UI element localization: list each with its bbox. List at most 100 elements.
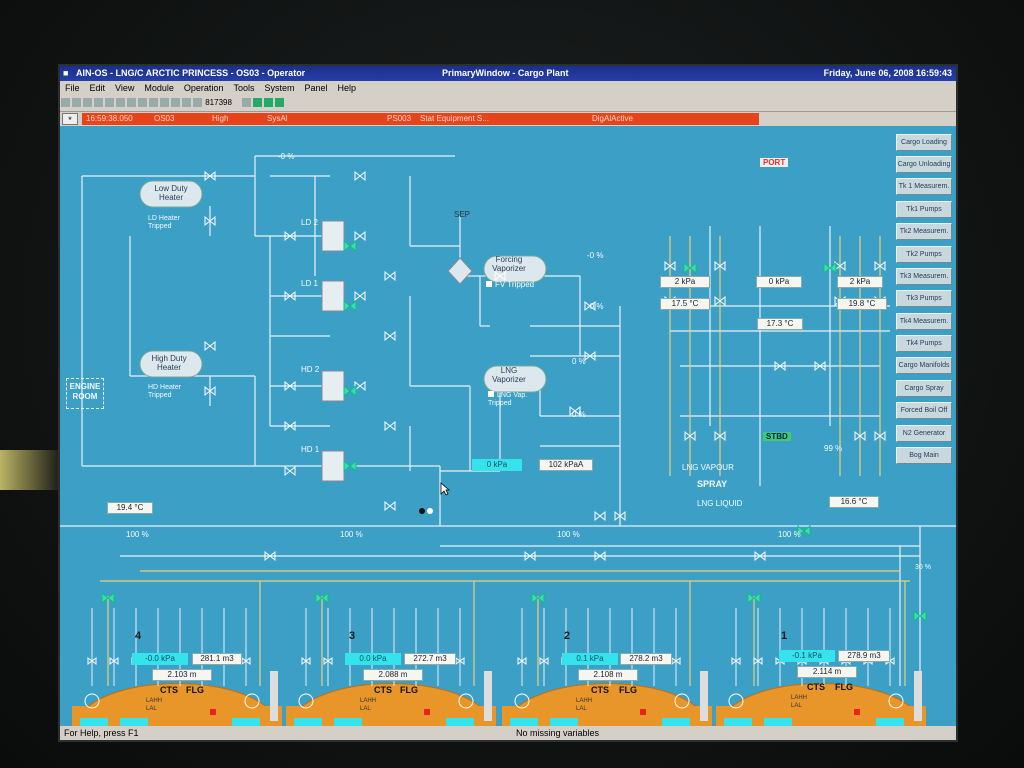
valve-icon[interactable] [204, 385, 216, 397]
nav-forced-boil-off[interactable]: Forced Boil Off [896, 402, 952, 419]
valve-icon[interactable] [774, 360, 786, 372]
valve-icon[interactable] [264, 550, 276, 562]
menu-help[interactable]: Help [337, 83, 357, 93]
valve-icon[interactable] [753, 657, 763, 665]
nav-tk4-measurem[interactable]: Tk4 Measurem. [896, 313, 952, 330]
valve-icon[interactable] [614, 510, 626, 522]
nav-tk2-measurem[interactable]: Tk2 Measurem. [896, 223, 952, 240]
control-valve-icon[interactable] [343, 459, 357, 473]
valve-icon[interactable] [284, 465, 296, 477]
control-valve-icon[interactable] [683, 261, 697, 275]
alarm-ack-button[interactable]: * [62, 113, 78, 125]
control-valve-icon[interactable] [343, 299, 357, 313]
nav-n2-generator[interactable]: N2 Generator [896, 425, 952, 442]
valve-icon[interactable] [204, 340, 216, 352]
green-status-icon[interactable] [253, 98, 263, 107]
control-valve-icon[interactable] [343, 384, 357, 398]
back-icon[interactable] [61, 98, 70, 107]
dropdown-icon[interactable] [242, 98, 252, 107]
control-valve-icon[interactable] [747, 591, 761, 605]
valve-icon[interactable] [284, 380, 296, 392]
nav-tk4-pumps[interactable]: Tk4 Pumps [896, 335, 952, 352]
valve-icon[interactable] [539, 657, 549, 665]
nav-cargo-loading[interactable]: Cargo Loading [896, 134, 952, 151]
valve-icon[interactable] [204, 215, 216, 227]
up-icon[interactable] [83, 98, 92, 107]
menu-view[interactable]: View [115, 83, 135, 93]
valve-icon[interactable] [584, 350, 596, 362]
valve-icon[interactable] [384, 500, 396, 512]
control-valve-icon[interactable] [101, 591, 115, 605]
engine-room-box[interactable]: ENGINE ROOM [66, 378, 104, 409]
nav-cargo-spray[interactable]: Cargo Spray [896, 380, 952, 397]
nav-tk1-pumps[interactable]: Tk1 Pumps [896, 201, 952, 218]
valve-icon[interactable] [524, 550, 536, 562]
valve-icon[interactable] [854, 430, 866, 442]
valve-icon[interactable] [874, 430, 886, 442]
valve-icon[interactable] [284, 420, 296, 432]
forward-icon[interactable] [72, 98, 81, 107]
nav-tk1-measurem[interactable]: Tk 1 Measurem. [896, 178, 952, 195]
valve-icon[interactable] [323, 657, 333, 665]
control-valve-icon[interactable] [913, 609, 927, 623]
valve-icon[interactable] [684, 430, 696, 442]
alarm-icon[interactable] [160, 98, 169, 107]
list-icon[interactable] [149, 98, 158, 107]
control-valve-icon[interactable] [797, 524, 811, 538]
home-icon[interactable] [94, 98, 103, 107]
trend-icon[interactable] [138, 98, 147, 107]
control-valve-icon[interactable] [315, 591, 329, 605]
valve-icon[interactable] [731, 657, 741, 665]
menu-panel[interactable]: Panel [304, 83, 328, 93]
valve-icon[interactable] [584, 300, 596, 312]
valve-icon[interactable] [87, 657, 97, 665]
bell-icon[interactable] [193, 98, 202, 107]
green-status-icon[interactable] [275, 98, 285, 107]
valve-icon[interactable] [671, 657, 681, 665]
menu-operation[interactable]: Operation [183, 83, 224, 93]
control-valve-icon[interactable] [823, 261, 837, 275]
print-icon[interactable] [105, 98, 114, 107]
valve-icon[interactable] [714, 430, 726, 442]
menu-tools[interactable]: Tools [233, 83, 255, 93]
nav-tk3-pumps[interactable]: Tk3 Pumps [896, 290, 952, 307]
control-valve-icon[interactable] [531, 591, 545, 605]
alarm-line[interactable]: 16:59:38.050 OS03 High SysAl PS003 Stat … [82, 113, 759, 125]
nav-cargo-manifolds[interactable]: Cargo Manifolds [896, 357, 952, 374]
valve-icon[interactable] [384, 270, 396, 282]
menu-module[interactable]: Module [144, 83, 174, 93]
valve-icon[interactable] [517, 657, 527, 665]
valve-icon[interactable] [301, 657, 311, 665]
valve-icon[interactable] [594, 550, 606, 562]
valve-icon[interactable] [754, 550, 766, 562]
valve-icon[interactable] [814, 360, 826, 372]
valve-icon[interactable] [354, 290, 366, 302]
valve-icon[interactable] [874, 260, 886, 272]
menu-edit[interactable]: Edit [89, 83, 106, 93]
valve-icon[interactable] [569, 405, 581, 417]
nav-cargo-unloading[interactable]: Cargo Unloading [896, 156, 952, 173]
valve-icon[interactable] [284, 290, 296, 302]
doc-icon[interactable] [127, 98, 136, 107]
control-valve-icon[interactable] [343, 239, 357, 253]
grid-icon[interactable] [182, 98, 191, 107]
valve-icon[interactable] [664, 260, 676, 272]
valve-icon[interactable] [204, 170, 216, 182]
menu-file[interactable]: File [65, 83, 80, 93]
valve-icon[interactable] [714, 260, 726, 272]
valve-icon[interactable] [594, 510, 606, 522]
menu-system[interactable]: System [264, 83, 295, 93]
valve-icon[interactable] [354, 230, 366, 242]
valve-icon[interactable] [241, 657, 251, 665]
green-status-icon[interactable] [264, 98, 274, 107]
nav-bog-main[interactable]: Bog Main [896, 447, 952, 464]
valve-icon[interactable] [384, 420, 396, 432]
valve-icon[interactable] [455, 657, 465, 665]
valve-icon[interactable] [284, 230, 296, 242]
valve-icon[interactable] [885, 657, 895, 665]
copy-icon[interactable] [116, 98, 125, 107]
nav-tk2-pumps[interactable]: Tk2 Pumps [896, 246, 952, 263]
valve-icon[interactable] [109, 657, 119, 665]
refresh-icon[interactable] [171, 98, 180, 107]
valve-icon[interactable] [354, 170, 366, 182]
